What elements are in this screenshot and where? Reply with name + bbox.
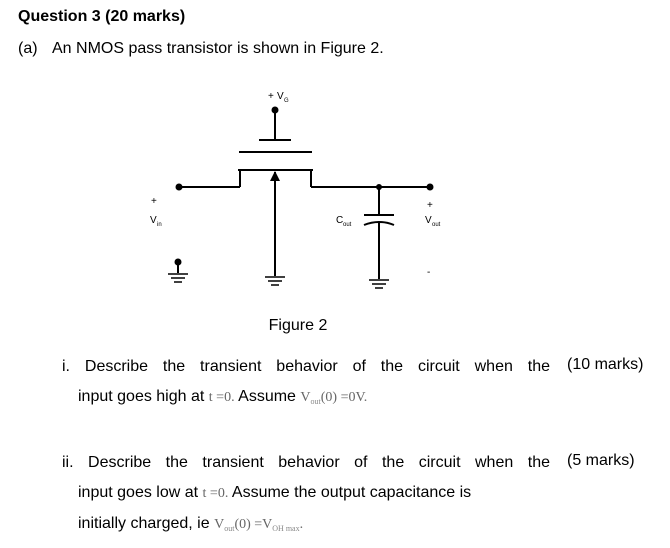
- time-expression: t =0.: [208, 390, 235, 405]
- vout-sub-label: out: [432, 222, 441, 228]
- question-i-line1: i. Describe the transient behavior of th…: [62, 358, 550, 375]
- question-ii-line2: input goes low at t =0. Assume the outpu…: [62, 478, 550, 509]
- vout-minus-label: -: [427, 267, 430, 278]
- question-ii-text-a: input goes low at: [78, 484, 199, 501]
- vout-initial-expression: Vout(0) =VOH max.: [214, 517, 304, 533]
- vin-v-label: V: [150, 215, 157, 226]
- ground-icon: [265, 276, 285, 286]
- question-i-line2: input goes high at t =0. Assume Vout(0) …: [62, 382, 550, 417]
- gate-terminal-dot: [271, 106, 279, 114]
- question-i-marks: (10 marks): [567, 356, 644, 373]
- body-arrow: [270, 171, 280, 181]
- vout-terminal-dot: [426, 183, 434, 191]
- question-ii-line1: ii. Describe the transient behavior of t…: [62, 454, 550, 471]
- vout-v-label: V: [425, 215, 432, 226]
- cout-c-label: C: [336, 215, 343, 226]
- output-junction-dot: [376, 184, 382, 190]
- gate-wire: [259, 113, 291, 141]
- part-a-label: (a): [18, 40, 38, 57]
- part-a-text: An NMOS pass transistor is shown in Figu…: [52, 40, 384, 57]
- vin-plus-label: +: [151, 196, 157, 207]
- question-ii-text-c: initially charged, ie: [78, 515, 210, 532]
- question-ii: ii. Describe the transient behavior of t…: [62, 448, 550, 544]
- question-ii-text-b: Assume the output capacitance is: [231, 484, 472, 501]
- part-a: (a) An NMOS pass transistor is shown in F…: [18, 40, 384, 58]
- question-ii-line3: initially charged, ie Vout(0) =VOH max.: [62, 509, 550, 544]
- question-title: Question 3 (20 marks): [18, 8, 186, 25]
- ground-icon: [168, 273, 188, 283]
- question-i: i. Describe the transient behavior of th…: [62, 352, 550, 417]
- figure-caption: Figure 2: [268, 317, 328, 334]
- vin-sub-label: in: [157, 222, 162, 228]
- question-i-text-a: input goes high at: [78, 388, 205, 405]
- gate-v-label: V: [277, 91, 284, 102]
- question-ii-marks: (5 marks): [567, 452, 635, 469]
- question-i-text-b: Assume: [238, 388, 296, 405]
- ground-icon: [369, 279, 389, 289]
- gate-sub-label: G: [284, 98, 289, 104]
- vout-initial-expression: Vout(0) =0V.: [300, 390, 368, 406]
- vin-terminal-dot: [175, 183, 183, 191]
- time-expression: t =0.: [202, 486, 229, 501]
- vin-ground-dot: [174, 258, 182, 266]
- vout-plus-label: +: [427, 200, 433, 211]
- cout-sub-label: out: [343, 222, 352, 228]
- gate-plus-label: +: [268, 91, 274, 102]
